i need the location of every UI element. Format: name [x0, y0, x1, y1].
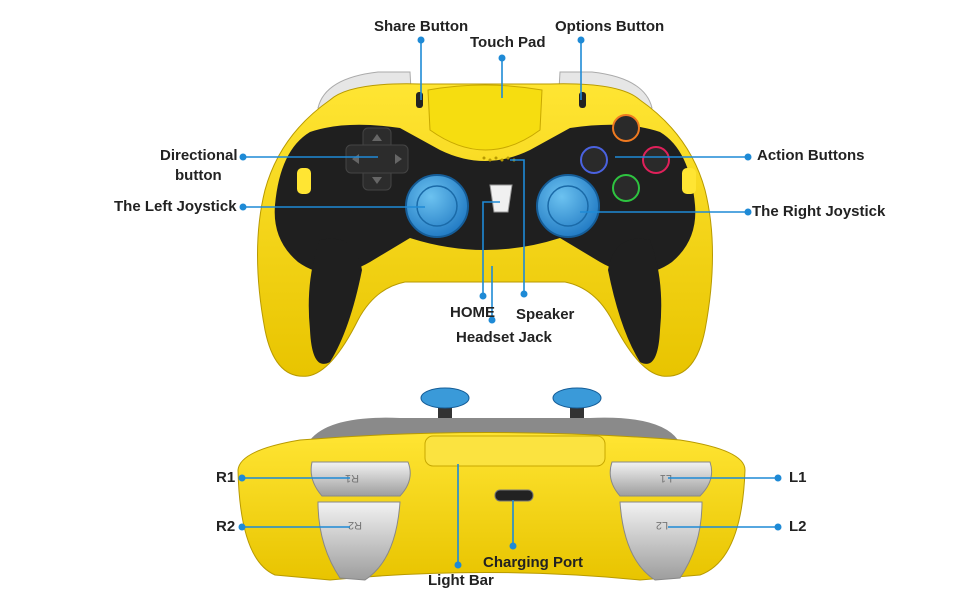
label-r2: R2	[216, 518, 236, 535]
label-touch-pad: Touch Pad	[470, 34, 546, 51]
label-left-joystick: The Left Joystick	[114, 198, 237, 215]
label-light-bar: Light Bar	[428, 572, 494, 589]
label-speaker: Speaker	[516, 306, 575, 323]
left-grip-panel	[308, 238, 362, 364]
right-joystick	[536, 174, 600, 238]
rear-right-stick	[552, 387, 602, 409]
label-home: HOME	[450, 304, 495, 321]
l1-trigger	[609, 461, 713, 497]
label-directional-line2: button	[175, 167, 222, 184]
light-bar	[424, 435, 606, 467]
label-charging-port: Charging Port	[483, 554, 583, 571]
r1-trigger	[310, 461, 411, 497]
label-l2: L2	[789, 518, 807, 535]
r1-trigger-label: R1	[345, 472, 359, 484]
label-directional-line1: Directional	[160, 147, 238, 164]
r2-trigger-label: R2	[348, 519, 362, 531]
label-right-joystick: The Right Joystick	[752, 203, 886, 220]
options-button	[579, 92, 586, 108]
label-headset-jack: Headset Jack	[456, 329, 552, 346]
label-options-button: Options Button	[555, 18, 665, 35]
label-r1: R1	[216, 469, 236, 486]
l1-trigger-label: L1	[660, 472, 672, 484]
l2-trigger-label: L2	[656, 519, 668, 531]
touch-pad	[427, 84, 543, 151]
callout-lines	[238, 36, 782, 569]
left-joystick	[405, 174, 469, 238]
label-l1: L1	[789, 469, 807, 486]
d-pad	[345, 127, 409, 191]
home-button	[489, 184, 513, 213]
rear-left-stick	[420, 387, 470, 409]
l2-trigger	[619, 501, 703, 581]
r2-trigger	[317, 501, 401, 581]
label-action-buttons: Action Buttons	[757, 147, 865, 164]
label-share-button: Share Button	[374, 18, 469, 35]
right-grip-panel	[608, 238, 662, 364]
action-buttons	[580, 114, 670, 202]
charging-port	[494, 489, 534, 502]
controller-rear-view: R1 R2 L1 L2	[237, 387, 746, 581]
share-button	[416, 92, 423, 108]
